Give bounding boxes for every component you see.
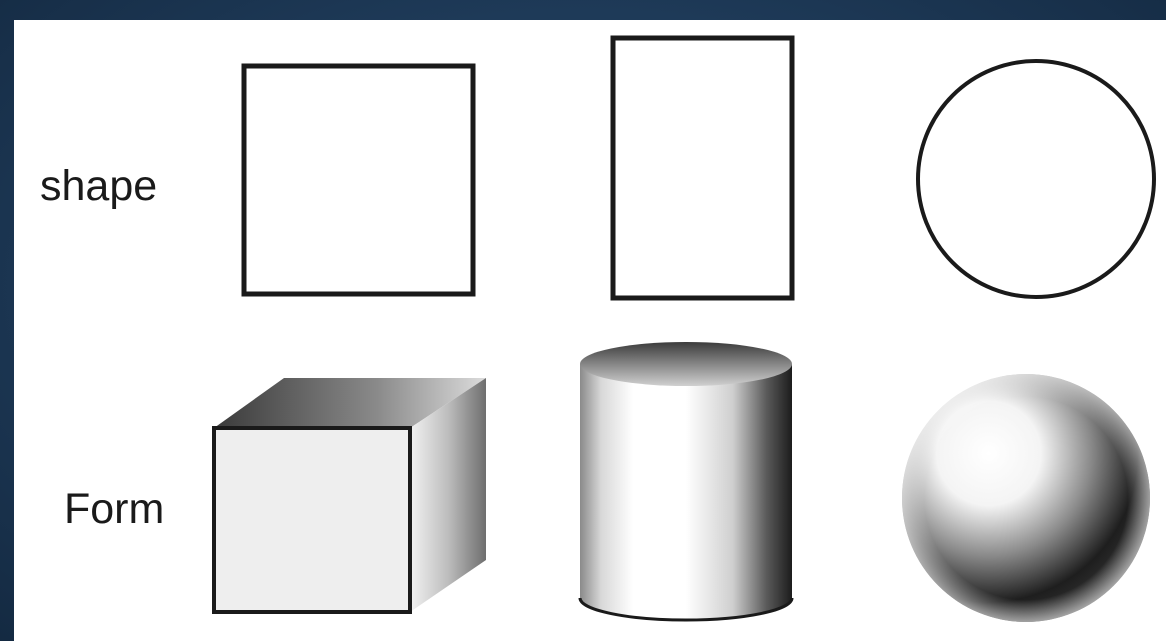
cylinder-form [580, 342, 792, 620]
circle-shape [918, 61, 1154, 297]
shapes-and-forms-drawing [14, 20, 1166, 641]
rectangle-shape [613, 38, 792, 298]
square-shape [244, 66, 473, 294]
diagram-panel: shape Form [14, 20, 1166, 641]
sphere-form [902, 374, 1150, 622]
cube-form [214, 378, 486, 612]
